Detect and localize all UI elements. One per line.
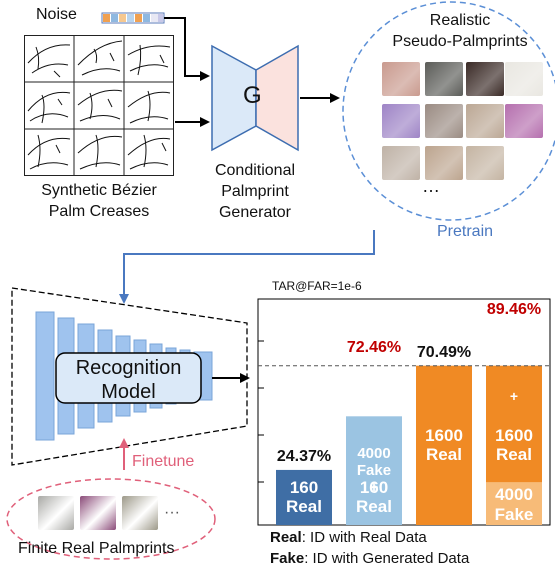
pseudo-palmprints-circle (342, 1, 555, 221)
legend-real: Real: ID with Real Data (270, 529, 427, 546)
bar-segment (346, 416, 402, 525)
bar-plus-sign: + (509, 387, 519, 404)
finite-palmprint-tile (38, 496, 74, 530)
finite-palmprints-ellipse (6, 478, 216, 560)
bar-value-label: 72.46% (346, 339, 402, 357)
pretrain-label: Pretrain (437, 223, 494, 240)
recognition-trapezoid (11, 287, 248, 466)
bar-segment (276, 469, 332, 525)
pseudo-palmprint-tile (466, 62, 504, 96)
recognition-model-title: Recognition Model (56, 356, 201, 404)
chart-title: TAR@FAR=1e-6 (272, 279, 362, 293)
pseudo-palmprint-tile (382, 62, 420, 96)
pseudo-palmprint-tile (466, 104, 504, 138)
legend-fake-text: : ID with Generated Data (304, 550, 470, 567)
generator-glyph: G (243, 82, 262, 109)
recognition-model-box (55, 352, 202, 404)
pseudo-palmprint-tile (505, 62, 543, 96)
noise-vector (101, 12, 165, 24)
bar-segment (416, 365, 472, 525)
bar-value-label: 70.49% (416, 343, 472, 361)
bar-value-label: 24.37% (276, 447, 332, 465)
pseudo-title: Realistic Pseudo-Palmprints (370, 10, 550, 52)
pseudo-palmprint-tile (466, 146, 504, 180)
pseudo-palmprint-tile (425, 104, 463, 138)
generator-title-line: Conditional (214, 162, 296, 179)
pseudo-title-line: Realistic (429, 12, 491, 29)
chart-ticks (258, 340, 264, 483)
pretrain-arrow (119, 230, 375, 304)
generator-title-line: Palmprint (221, 183, 289, 200)
pseudo-palmprint-tile (382, 104, 420, 138)
finite-caption: Finite Real Palmprints (18, 540, 175, 557)
chart-bars (276, 365, 542, 525)
pseudo-title-line: Pseudo-Palmprints (392, 33, 528, 50)
recognition-title-line: Recognition (75, 357, 182, 379)
finite-palmprint-tile (122, 496, 158, 530)
bar-segment (486, 482, 542, 525)
creases-caption: Synthetic Bézier Palm Creases (14, 180, 184, 222)
creases-caption-line: Synthetic Bézier (41, 182, 157, 199)
noise-label: Noise (36, 6, 77, 23)
legend-fake-key: Fake (270, 550, 305, 567)
legend-real-key: Real (270, 529, 302, 546)
generator-title-line: Generator (218, 204, 292, 221)
pseudo-palmprint-tile (382, 146, 420, 180)
bezier-creases-grid (24, 35, 174, 176)
pseudo-ellipsis: … (422, 176, 443, 196)
noise-arrow (164, 17, 210, 81)
legend-fake: Fake: ID with Generated Data (270, 550, 469, 567)
pseudo-palmprint-tile (425, 146, 463, 180)
creases-caption-line: Palm Creases (48, 203, 150, 220)
generator-title: Conditional Palmprint Generator (190, 160, 320, 223)
bar-value-label: 89.46% (486, 300, 542, 318)
finite-palmprint-tile (80, 496, 116, 530)
legend-real-text: : ID with Real Data (301, 529, 427, 546)
pseudo-palmprint-tile (505, 104, 543, 138)
finite-ellipsis: ··· (164, 504, 180, 521)
generator-shape (211, 44, 299, 152)
recognition-title-line: Model (101, 381, 156, 403)
finetune-label: Finetune (132, 453, 195, 470)
pseudo-palmprint-tile (425, 62, 463, 96)
